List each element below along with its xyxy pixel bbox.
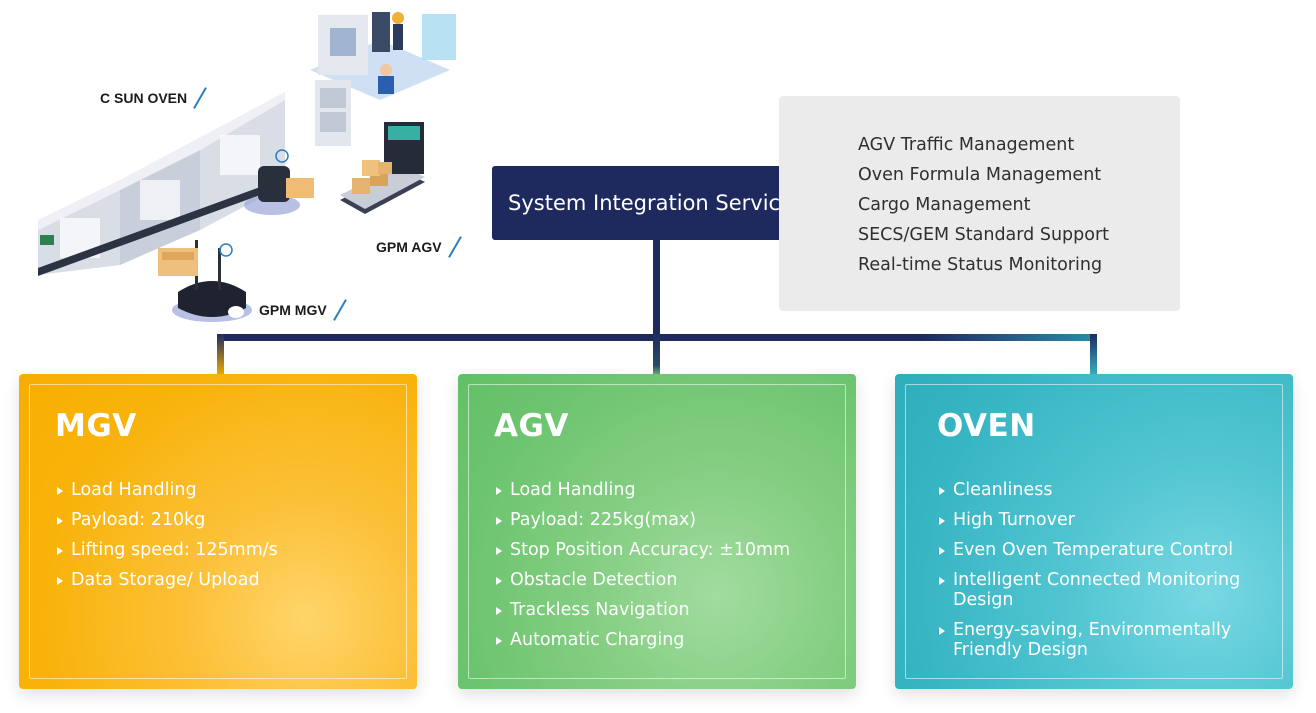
mgv-card: MGV Load Handling Payload: 210kg Lifting… xyxy=(19,374,417,689)
feature-list: AGV Traffic Management Oven Formula Mana… xyxy=(858,130,1180,280)
card-list-item: Trackless Navigation xyxy=(494,600,790,620)
card-list-item: Load Handling xyxy=(55,480,278,500)
card-list-item: Cleanliness xyxy=(937,480,1257,500)
stocker-tower xyxy=(315,80,351,146)
card-inner-border xyxy=(905,384,1283,679)
illustration-label-gpm-agv: GPM AGV xyxy=(376,235,462,259)
label-text: GPM AGV xyxy=(376,239,442,255)
card-title: OVEN xyxy=(937,408,1036,444)
feature-item: AGV Traffic Management xyxy=(858,135,1075,155)
small-agv-robot xyxy=(244,149,314,215)
card-list-item: Load Handling xyxy=(494,480,790,500)
card-inner-border xyxy=(29,384,407,679)
card-list-item: Payload: 225kg(max) xyxy=(494,510,790,530)
card-list-item: Payload: 210kg xyxy=(55,510,278,530)
card-list-item: Energy-saving, Environmentally Friendly … xyxy=(937,620,1257,660)
connector-trunk xyxy=(653,240,660,340)
system-integration-label: System Integration Services xyxy=(508,191,804,215)
label-text: C SUN OVEN xyxy=(100,90,188,106)
gpm-mgv-vehicle xyxy=(158,240,252,322)
card-list-item: Stop Position Accuracy: ±10mm xyxy=(494,540,790,560)
card-title: AGV xyxy=(494,408,569,444)
card-list: Load Handling Payload: 225kg(max) Stop P… xyxy=(494,480,790,660)
illustration-label-gpm-mgv: GPM MGV xyxy=(259,298,347,322)
label-text: GPM MGV xyxy=(259,302,327,318)
card-list: Cleanliness High Turnover Even Oven Temp… xyxy=(937,480,1257,670)
card-inner-border xyxy=(468,384,846,679)
card-list-item: Lifting speed: 125mm/s xyxy=(55,540,278,560)
gpm-agv-vehicle xyxy=(340,122,425,214)
card-list-item: Obstacle Detection xyxy=(494,570,790,590)
card-list-item: Intelligent Connected Monitoring Design xyxy=(937,570,1257,610)
feature-panel: AGV Traffic Management Oven Formula Mana… xyxy=(779,96,1180,311)
agv-card: AGV Load Handling Payload: 225kg(max) St… xyxy=(458,374,856,689)
feature-item: Oven Formula Management xyxy=(858,165,1102,185)
card-list: Load Handling Payload: 210kg Lifting spe… xyxy=(55,480,278,600)
card-list-item: Even Oven Temperature Control xyxy=(937,540,1257,560)
factory-illustration xyxy=(38,12,456,322)
connector-drop-oven xyxy=(1090,334,1097,376)
card-list-item: Data Storage/ Upload xyxy=(55,570,278,590)
connector-drop-mgv xyxy=(217,334,224,376)
illustration-label-c-sun-oven: C SUN OVEN xyxy=(100,86,207,110)
card-list-item: Automatic Charging xyxy=(494,630,790,650)
feature-item: Real-time Status Monitoring xyxy=(858,255,1103,275)
feature-item: Cargo Management xyxy=(858,195,1031,215)
card-title: MGV xyxy=(55,408,137,444)
system-integration-node: System Integration Services xyxy=(492,166,820,240)
oven-row xyxy=(38,92,285,276)
oven-card: OVEN Cleanliness High Turnover Even Oven… xyxy=(895,374,1293,689)
card-list-item: High Turnover xyxy=(937,510,1257,530)
connector-drop-agv xyxy=(653,334,660,376)
feature-item: SECS/GEM Standard Support xyxy=(858,225,1110,245)
